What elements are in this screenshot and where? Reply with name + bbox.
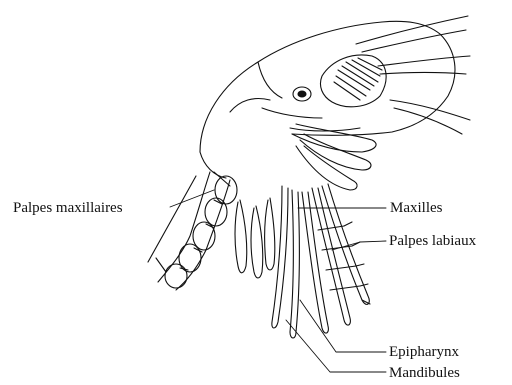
stylets (272, 184, 370, 338)
label-mandibules: Mandibules (389, 365, 460, 382)
maxillary-palp (158, 172, 237, 290)
antenna-base (320, 55, 386, 107)
palp-stalk (148, 172, 230, 272)
labrum (292, 124, 376, 190)
head-capsule (200, 21, 455, 178)
leader-palpes-maxillaires (170, 190, 214, 207)
leader-mandibules (286, 320, 386, 372)
maxillae (235, 198, 275, 278)
eye (293, 87, 311, 101)
label-palpes-maxillaires: Palpes maxillaires (13, 200, 123, 217)
label-palpes-labiaux: Palpes labiaux (389, 233, 476, 250)
label-maxilles: Maxilles (390, 200, 443, 217)
antennae (356, 16, 470, 134)
leader-epipharynx (300, 300, 386, 352)
leader-lines (170, 190, 386, 372)
label-epipharynx: Epipharynx (389, 344, 459, 361)
